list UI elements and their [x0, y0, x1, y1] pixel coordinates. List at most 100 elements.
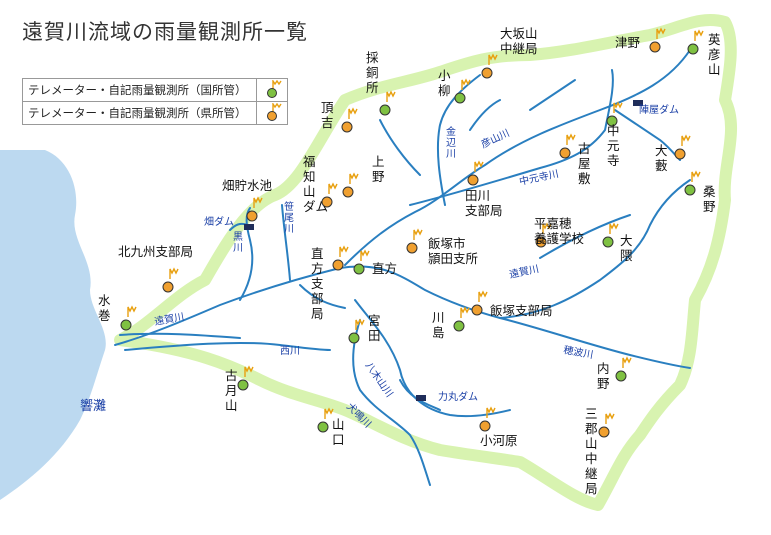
station-marker[interactable] — [406, 228, 423, 254]
station-dot[interactable] — [674, 148, 686, 160]
river-label: 金辺川 — [446, 125, 456, 160]
station-label: 頂吉 — [321, 100, 334, 130]
station-label-line: 方 — [311, 261, 324, 276]
legend-dot-national — [267, 88, 277, 98]
station-marker[interactable] — [341, 107, 358, 133]
basin-area — [114, 14, 738, 511]
station-marker[interactable] — [237, 365, 254, 391]
station-marker[interactable] — [162, 267, 179, 293]
map-title: 遠賀川流域の雨量観測所一覧 — [22, 20, 308, 44]
station-marker[interactable] — [467, 160, 484, 186]
station-dot[interactable] — [454, 92, 466, 104]
station-dot[interactable] — [342, 186, 354, 198]
station-marker[interactable] — [479, 406, 496, 432]
station-marker[interactable] — [317, 407, 334, 433]
station-dot[interactable] — [332, 259, 344, 271]
station-label: 直方支部局 — [311, 246, 324, 321]
station-dot[interactable] — [162, 281, 174, 293]
station-marker[interactable] — [598, 412, 615, 438]
station-marker[interactable] — [481, 53, 498, 79]
station-dot[interactable] — [348, 332, 360, 344]
station-marker[interactable] — [321, 182, 338, 208]
station-dot[interactable] — [649, 41, 661, 53]
station-label: 福知山ダム — [303, 154, 328, 214]
station-dot[interactable] — [559, 147, 571, 159]
station-label-line: 小 — [438, 68, 451, 83]
station-dot[interactable] — [120, 319, 132, 331]
station-marker[interactable] — [332, 245, 349, 271]
station-label-line: 彦 — [708, 47, 721, 62]
station-label: 田川支部局 — [465, 188, 503, 218]
station-marker[interactable] — [471, 290, 488, 316]
station-dot[interactable] — [598, 426, 610, 438]
station-label-line: 元 — [607, 138, 620, 153]
station-dot[interactable] — [317, 421, 329, 433]
station-label: 大藪 — [655, 143, 668, 173]
station-marker[interactable] — [348, 318, 365, 344]
station-label-line: 大 — [620, 233, 633, 248]
station-label: 採銅所 — [366, 50, 379, 95]
station-marker[interactable] — [535, 222, 552, 248]
station-label: 平嘉穂養護学校 — [534, 216, 585, 246]
station-label-line: 郡 — [585, 421, 598, 436]
station-marker[interactable] — [606, 101, 623, 127]
station-dot[interactable] — [453, 320, 465, 332]
station-dot[interactable] — [602, 236, 614, 248]
station-label-line: 敷 — [578, 171, 591, 186]
rain-gauge-flag-icon — [691, 170, 701, 182]
station-dot[interactable] — [615, 370, 627, 382]
rain-gauge-flag-icon — [253, 196, 263, 208]
station-dot[interactable] — [467, 174, 479, 186]
station-marker[interactable] — [674, 134, 691, 160]
station-label-line: 吉 — [321, 115, 334, 130]
station-dot[interactable] — [321, 196, 333, 208]
station-dot[interactable] — [684, 184, 696, 196]
station-label-line: 月 — [225, 383, 238, 398]
station-marker[interactable] — [615, 356, 632, 382]
rain-gauge-flag-icon — [461, 78, 471, 90]
station-label-line: 養護学校 — [534, 231, 585, 246]
station-dot[interactable] — [237, 379, 249, 391]
station-marker[interactable] — [649, 27, 666, 53]
station-label-line: 採 — [366, 50, 379, 65]
station-marker[interactable] — [120, 305, 137, 331]
station-marker[interactable] — [342, 172, 359, 198]
station-dot[interactable] — [379, 104, 391, 116]
station-label-line: 山 — [585, 436, 598, 451]
station-marker[interactable] — [559, 133, 576, 159]
rain-gauge-flag-icon — [681, 134, 691, 146]
station-label-line: 部 — [311, 291, 324, 306]
station-label-line: 直 — [311, 246, 324, 261]
nishikawa — [124, 341, 331, 351]
station-label-line: 畑貯水池 — [222, 178, 273, 193]
station-marker[interactable] — [353, 249, 370, 275]
station-dot[interactable] — [481, 67, 493, 79]
station-dot[interactable] — [687, 43, 699, 55]
station-marker[interactable] — [454, 78, 471, 104]
rain-gauge-flag-icon — [328, 182, 338, 194]
station-label-line: 内 — [597, 361, 610, 376]
station-label-line: 古 — [578, 141, 591, 156]
station-marker[interactable] — [453, 306, 470, 332]
station-label-line: 知 — [303, 169, 316, 184]
station-dot[interactable] — [606, 115, 618, 127]
honami-river — [499, 179, 691, 319]
station-dot[interactable] — [341, 121, 353, 133]
station-dot[interactable] — [471, 304, 483, 316]
station-marker[interactable] — [602, 222, 619, 248]
station-dot[interactable] — [479, 420, 491, 432]
station-label: 北九州支部局 — [118, 244, 193, 259]
station-marker[interactable] — [684, 170, 701, 196]
station-dot[interactable] — [353, 263, 365, 275]
station-marker[interactable] — [246, 196, 263, 222]
station-dot[interactable] — [535, 236, 547, 248]
station-label: 中元寺 — [607, 123, 620, 168]
station-label: 力丸ダム — [438, 390, 478, 403]
station-marker[interactable] — [379, 90, 396, 116]
station-dot[interactable] — [246, 210, 258, 222]
nishikawa-branch — [119, 332, 241, 339]
station-marker[interactable] — [687, 29, 704, 55]
station-label-line: 野 — [597, 376, 610, 391]
station-dot[interactable] — [406, 242, 418, 254]
station-label-line: 銅 — [366, 65, 379, 80]
